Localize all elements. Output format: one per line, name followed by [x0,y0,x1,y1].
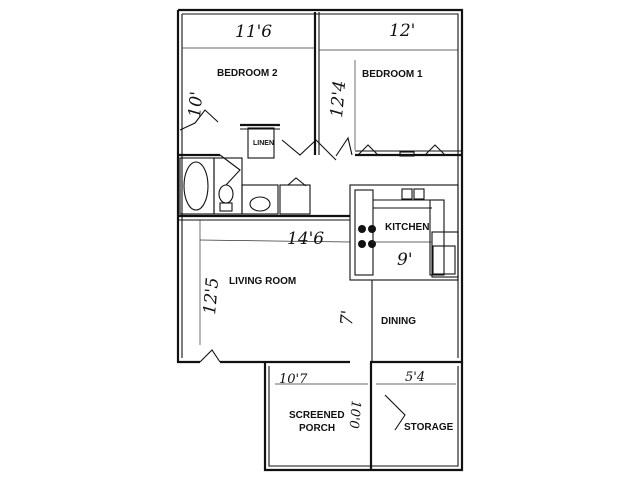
bedroom-2-label: BEDROOM 2 [217,68,278,79]
dimension-lines [182,47,458,385]
screened-porch-label-line2: PORCH [299,423,335,434]
bedroom-1-label: BEDROOM 1 [362,69,423,80]
screened-porch-label-line1: SCREENED [289,410,345,421]
porch-width: 10'7 [279,372,308,387]
storage-label: STORAGE [404,422,454,433]
bedroom-1-width: 12' [389,21,415,41]
storage-width: 5'4 [405,370,425,385]
bathtub-icon [183,161,209,211]
living-room-width: 14'6 [287,229,324,249]
stove-icon [358,225,376,248]
interior-walls [178,12,462,362]
toilet-icon [218,184,234,204]
dining-depth: 7' [337,309,358,326]
porch-depth: 10'0 [346,400,363,430]
linen-label: LINEN [253,140,274,147]
living-room-depth: 12'5 [200,277,223,316]
bedroom-1-depth: 12'4 [327,80,350,119]
kitchen-label: KITCHEN [385,222,429,233]
outer-walls [176,8,464,472]
sink-icon [249,196,271,212]
door-swings [179,109,446,431]
bedroom-2-depth: 10' [185,90,207,118]
bedroom-2-width: 11'6 [235,22,272,42]
dining-label: DINING [381,316,416,327]
kitchen-sink-icon [401,188,425,200]
kitchen-width: 9' [397,250,413,270]
refrigerator-icon [432,245,456,275]
living-room-label: LIVING ROOM [229,276,296,287]
fixtures [183,161,456,275]
